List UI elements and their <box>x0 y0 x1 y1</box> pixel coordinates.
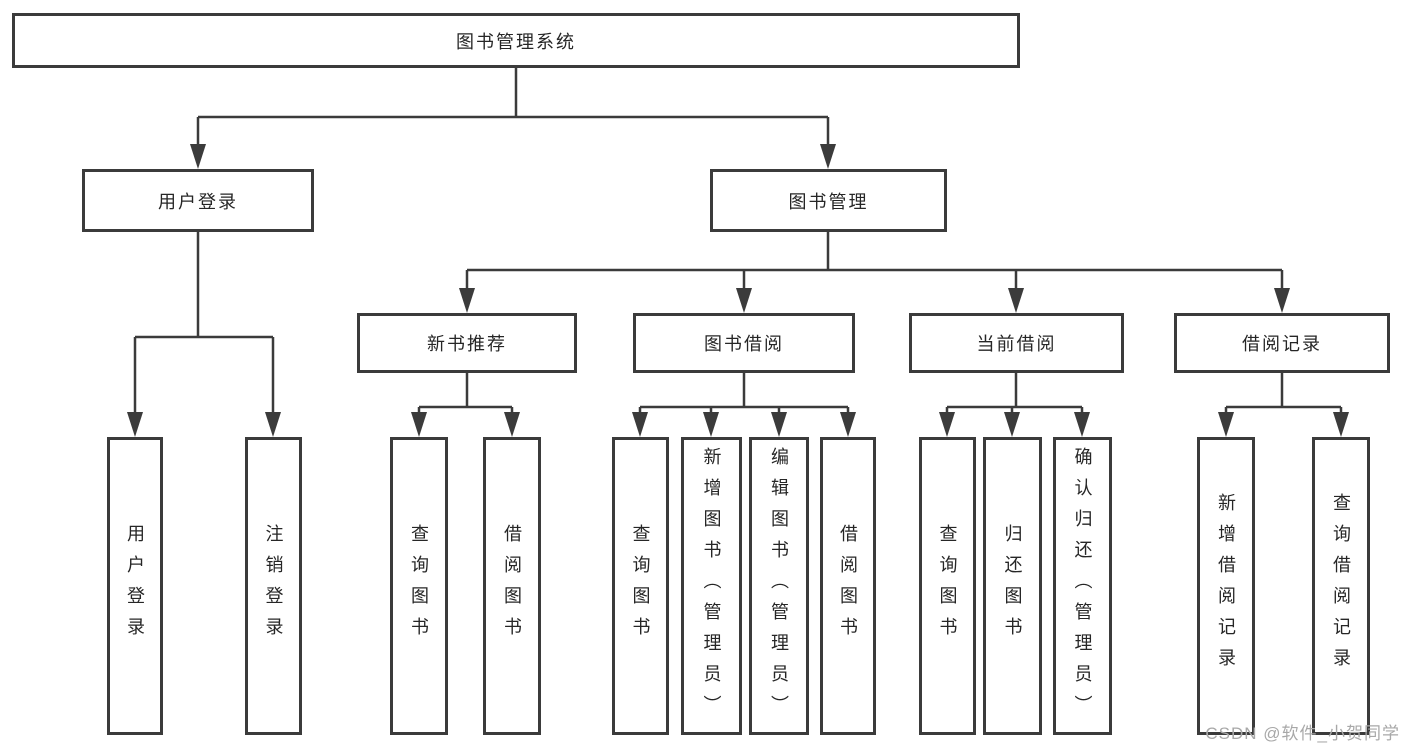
leaf-recommend-query-books: 查询图书 <box>390 437 448 735</box>
leaf-user-login: 用户登录 <box>107 437 163 735</box>
leaf-borrowing-add-books-admin: 新增图书（管理员） <box>681 437 742 735</box>
leaf-borrowing-query-books: 查询图书 <box>612 437 669 735</box>
csdn-watermark: CSDN @软件_小贺同学 <box>1205 724 1400 743</box>
node-user-login: 用户登录 <box>82 169 314 232</box>
node-new-book-recommend: 新书推荐 <box>357 313 577 373</box>
leaf-borrowing-edit-books-admin: 编辑图书（管理员） <box>749 437 809 735</box>
node-library-management-system: 图书管理系统 <box>12 13 1020 68</box>
leaf-recommend-borrow-books: 借阅图书 <box>483 437 541 735</box>
node-book-borrowing: 图书借阅 <box>633 313 855 373</box>
node-current-borrowing: 当前借阅 <box>909 313 1124 373</box>
leaf-logout: 注销登录 <box>245 437 302 735</box>
leaf-borrowing-borrow-books: 借阅图书 <box>820 437 876 735</box>
node-book-management: 图书管理 <box>710 169 947 232</box>
leaf-current-return-books: 归还图书 <box>983 437 1042 735</box>
leaf-current-query-books: 查询图书 <box>919 437 976 735</box>
leaf-current-confirm-return-admin: 确认归还（管理员） <box>1053 437 1112 735</box>
leaf-records-add-record: 新增借阅记录 <box>1197 437 1255 735</box>
leaf-records-query-record: 查询借阅记录 <box>1312 437 1370 735</box>
node-borrowing-records: 借阅记录 <box>1174 313 1390 373</box>
